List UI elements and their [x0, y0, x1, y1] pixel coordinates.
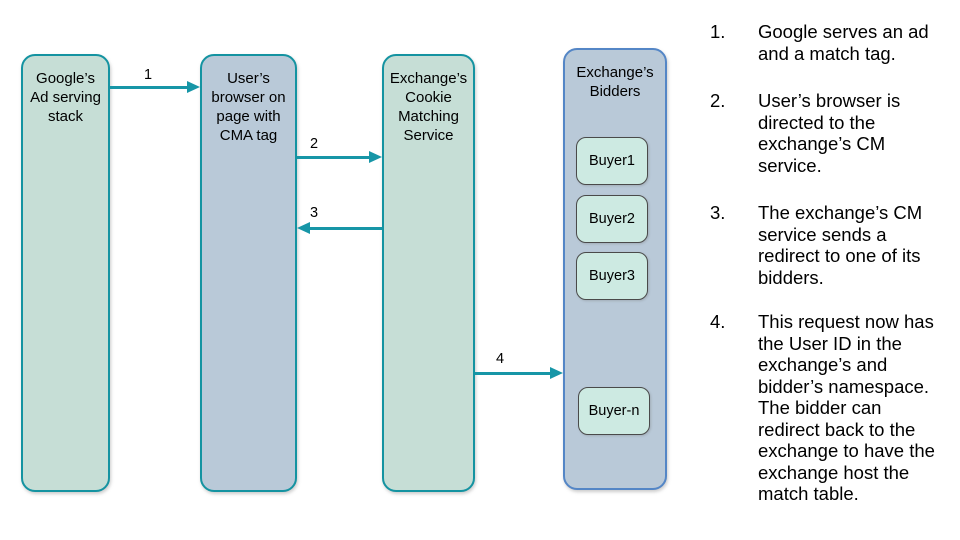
arrow-4-cm-to-bidder: [475, 367, 563, 379]
node-google-ad-stack-label: Google’s Ad serving stack: [30, 70, 101, 125]
buyer1-box: Buyer1: [576, 137, 648, 185]
arrow-1-shaft: [110, 85, 188, 89]
arrow-3-head-icon: [297, 222, 310, 234]
arrow-3-shaft: [309, 226, 382, 230]
arrow-1-google-to-browser: [110, 81, 200, 93]
arrow-4-number: 4: [495, 351, 505, 367]
step-2-number: 2.: [710, 90, 726, 111]
step-4-text: This request now has the User ID in the …: [758, 311, 935, 504]
step-4-number: 4.: [710, 311, 726, 332]
arrow-2-shaft: [297, 155, 370, 159]
buyer1-label: Buyer1: [589, 153, 635, 169]
step-3-text: The exchange’s CM service sends a redire…: [758, 202, 923, 288]
arrow-3-cm-to-browser: [297, 222, 382, 234]
arrow-4-shaft: [475, 371, 551, 375]
buyer-n-box: Buyer-n: [578, 387, 650, 435]
buyer2-label: Buyer2: [589, 211, 635, 227]
arrow-1-number: 1: [143, 67, 153, 83]
arrow-4-head-icon: [550, 367, 563, 379]
buyer3-box: Buyer3: [576, 252, 648, 300]
node-exchange-bidders-label: Exchange’s Bidders: [576, 64, 654, 100]
step-3-number: 3.: [710, 202, 726, 223]
node-cookie-matching-service-label: Exchange’s Cookie Matching Service: [389, 70, 468, 144]
step-1-text: Google serves an ad and a match tag.: [758, 21, 929, 64]
arrow-1-head-icon: [187, 81, 200, 93]
step-2-text: User’s browser is directed to the exchan…: [758, 90, 901, 176]
step-item-4: 4. This request now has the User ID in t…: [710, 311, 952, 505]
node-cookie-matching-service: Exchange’s Cookie Matching Service: [382, 54, 475, 492]
node-google-ad-stack: Google’s Ad serving stack: [21, 54, 110, 492]
node-user-browser-label: User’s browser on page with CMA tag: [211, 70, 286, 144]
arrow-2-browser-to-cm: [297, 151, 382, 163]
buyer3-label: Buyer3: [589, 268, 635, 284]
step-item-1: 1. Google serves an ad and a match tag.: [710, 21, 952, 64]
arrow-2-head-icon: [369, 151, 382, 163]
node-exchange-bidders: Exchange’s Bidders Buyer1 Buyer2 Buyer3 …: [563, 48, 667, 490]
step-1-number: 1.: [710, 21, 726, 42]
buyer-n-label: Buyer-n: [588, 403, 640, 419]
step-item-2: 2. User’s browser is directed to the exc…: [710, 90, 952, 176]
buyer2-box: Buyer2: [576, 195, 648, 243]
arrow-2-number: 2: [309, 136, 319, 152]
arrow-3-number: 3: [309, 205, 319, 221]
node-user-browser: User’s browser on page with CMA tag: [200, 54, 297, 492]
step-item-3: 3. The exchange’s CM service sends a red…: [710, 202, 952, 288]
